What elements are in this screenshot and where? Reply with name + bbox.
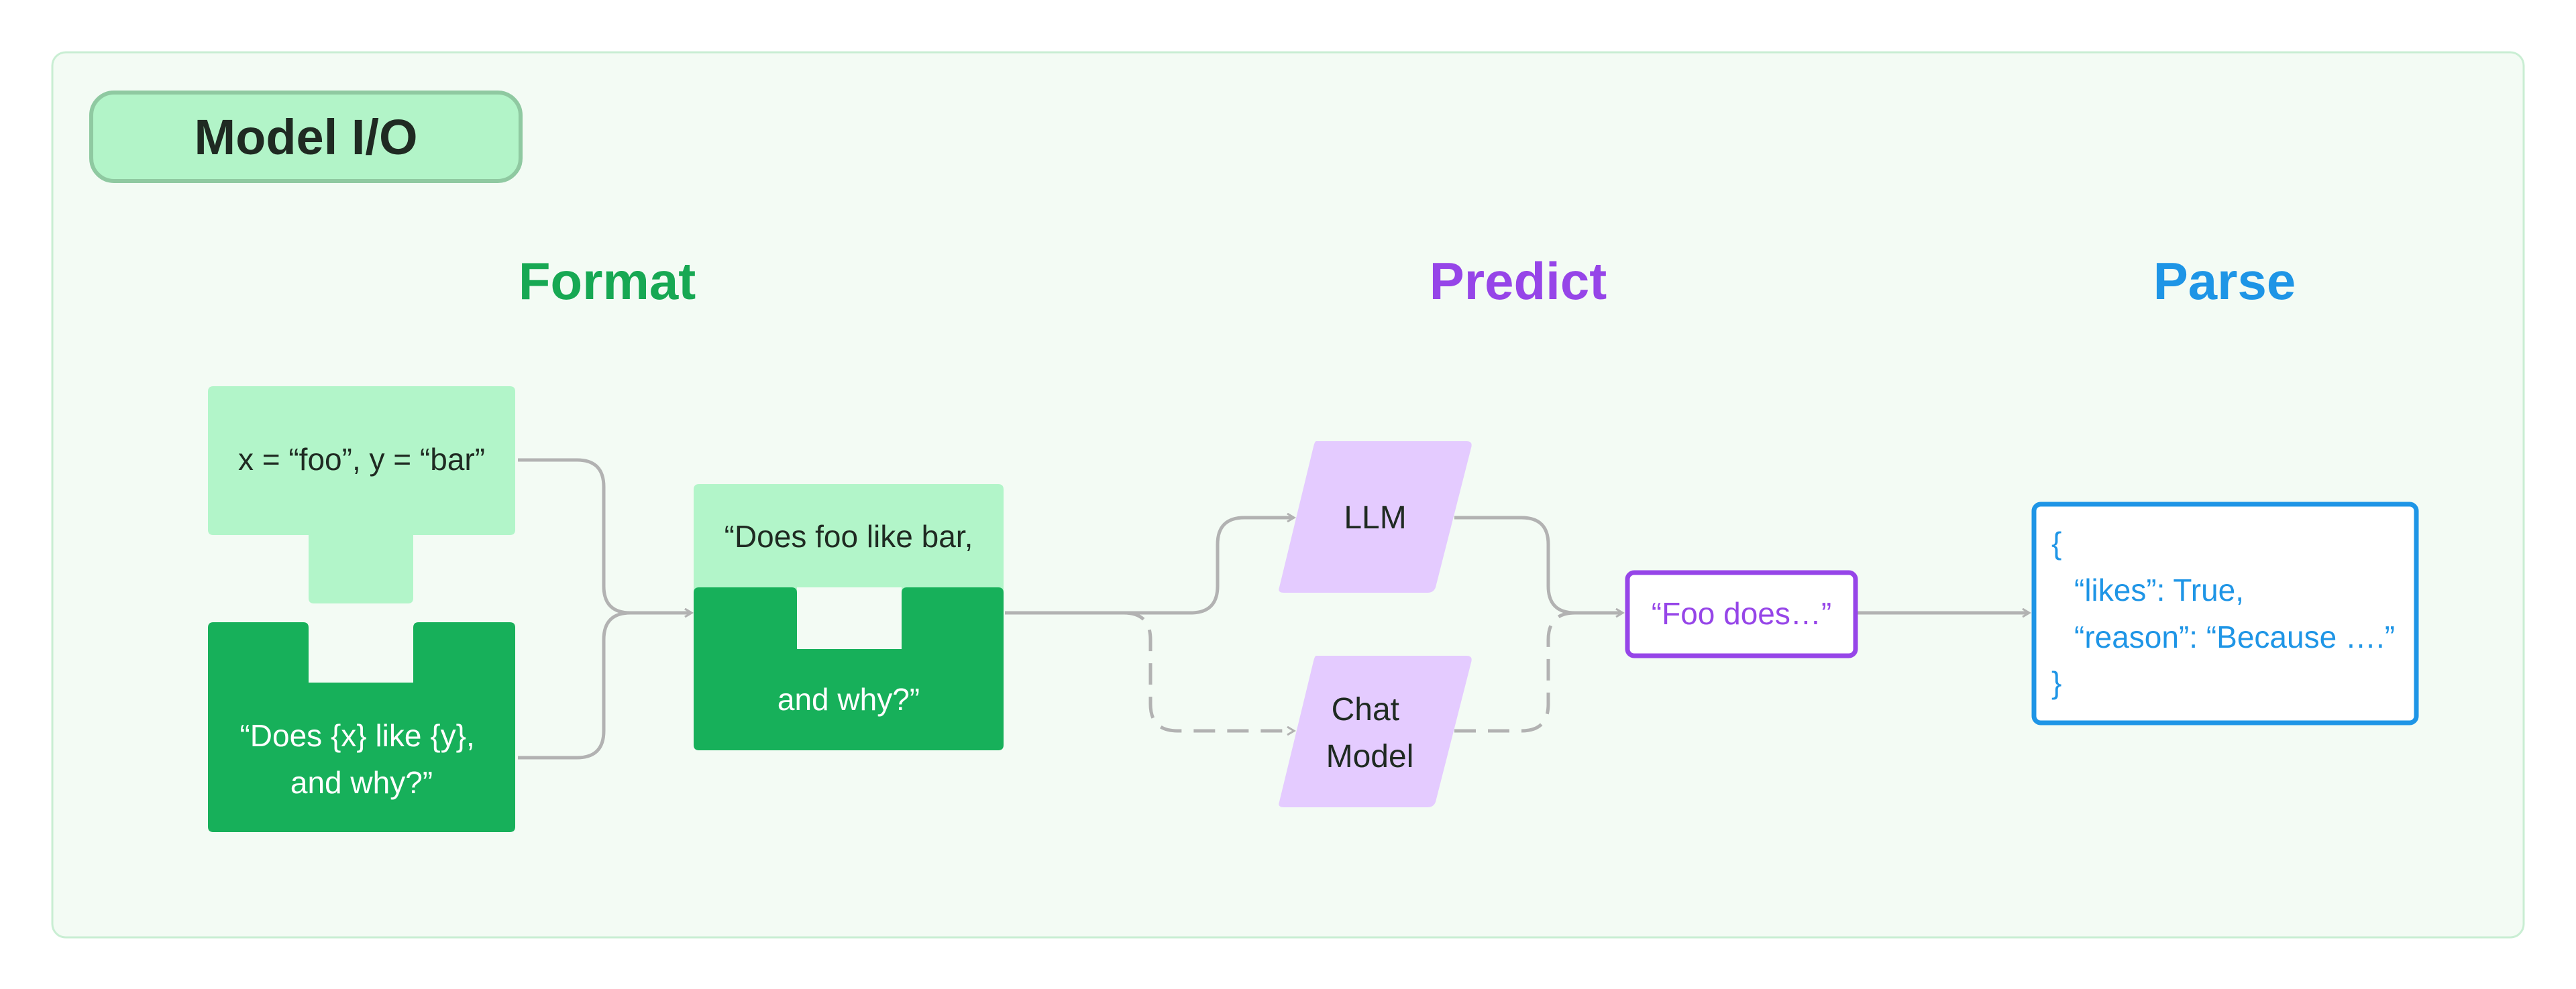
- json-line-2: “likes”: True,: [2074, 573, 2244, 607]
- diagram-title: Model I/O: [195, 109, 418, 165]
- prompt-bottom-text: and why?”: [777, 682, 920, 717]
- template-line-1: “Does {x} like {y},: [239, 718, 474, 753]
- chat-model-to-output-connector: [1454, 611, 1622, 733]
- llm-label: LLM: [1344, 500, 1406, 536]
- title-badge: Model I/O: [89, 91, 523, 183]
- chat-model-label: Chat Model: [1326, 692, 1414, 774]
- llm-node: LLM: [1279, 441, 1472, 593]
- model-output-text: “Foo does…”: [1652, 596, 1831, 631]
- parse-heading: Parse: [2153, 251, 2296, 310]
- template-to-prompt-connector: [518, 613, 691, 760]
- prompt-to-chat-model-connector: [1123, 611, 1293, 731]
- prompt-to-llm-connector: [1005, 518, 1293, 615]
- json-line-1: {: [2051, 526, 2061, 561]
- variables-block: x = “foo”, y = “bar”: [208, 386, 515, 603]
- parsed-output-box: { “likes”: True, “reason”: “Because ….” …: [2031, 502, 2419, 725]
- variables-to-prompt-connector: [518, 458, 691, 613]
- format-heading: Format: [519, 251, 696, 310]
- llm-to-output-connector: [1454, 516, 1622, 613]
- json-line-4: }: [2051, 665, 2061, 700]
- chat-model-line-1: Chat: [1332, 692, 1399, 728]
- prompt-top-text: “Does foo like bar,: [724, 519, 973, 554]
- predict-heading: Predict: [1430, 251, 1607, 310]
- formatted-prompt-block: “Does foo like bar, and why?”: [694, 484, 1004, 750]
- model-output-box: “Foo does…”: [1625, 570, 1858, 658]
- template-line-2: and why?”: [290, 765, 433, 800]
- connectors: [518, 458, 2029, 760]
- template-text: “Does {x} like {y}, and why?”: [239, 718, 483, 800]
- variables-text: x = “foo”, y = “bar”: [238, 442, 485, 477]
- json-line-3: “reason”: “Because ….”: [2074, 620, 2395, 654]
- model-io-panel: [51, 51, 2525, 939]
- chat-model-node: Chat Model: [1279, 656, 1472, 807]
- chat-model-line-2: Model: [1326, 739, 1414, 774]
- prompt-template-block: “Does {x} like {y}, and why?”: [208, 622, 515, 832]
